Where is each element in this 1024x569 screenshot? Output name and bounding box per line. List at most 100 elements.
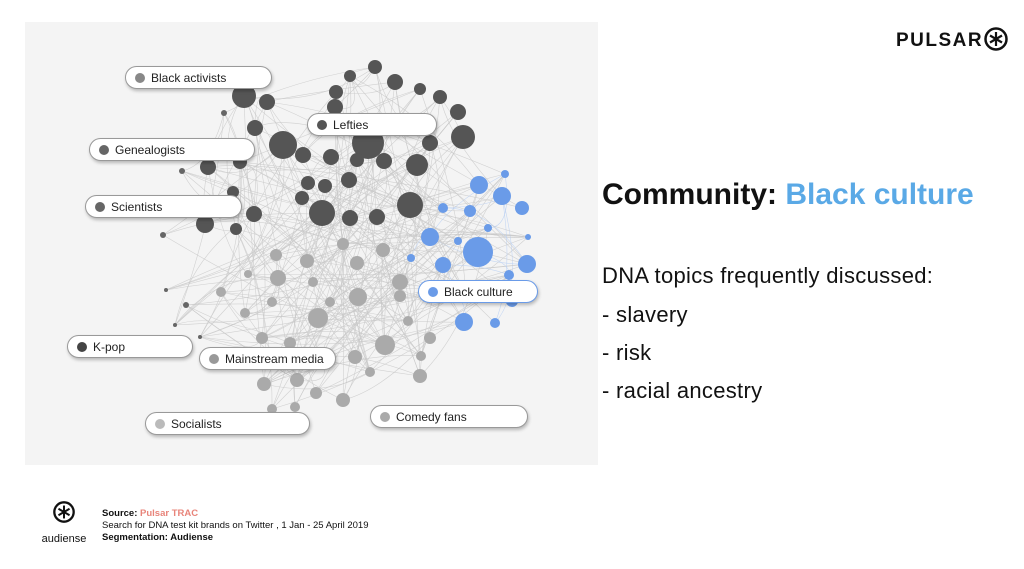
topic-item: - racial ancestry [602,378,763,403]
network-node [348,350,362,364]
cluster-dot [209,353,219,364]
network-node [501,170,509,178]
network-edge [334,106,345,401]
network-node [435,257,451,273]
cluster-dot [77,341,87,352]
network-node [349,288,367,306]
network-edge [442,207,528,265]
network-edge [239,161,256,314]
network-node [323,149,339,165]
network-edge [253,213,359,298]
network-node [221,110,227,116]
network-node [504,270,514,280]
network-node [230,223,242,235]
network-node [327,99,343,115]
network-node [394,290,406,302]
network-node [421,228,439,246]
network-node [257,377,271,391]
network-node [518,255,536,273]
network-edge [162,234,386,346]
network-edge [324,185,444,266]
pulsar-asterisk-icon [53,501,75,523]
network-node [406,154,428,176]
label-black-activists: Black activists [125,66,272,89]
network-edge [199,321,465,345]
network-edge [247,144,285,275]
network-node [309,200,335,226]
network-node [295,147,311,163]
network-node [344,70,356,82]
network-node [438,203,448,213]
network-node [200,159,216,175]
network-node [416,351,426,361]
network-edge [306,184,480,262]
cluster-dot [428,286,438,297]
label-text: Comedy fans [396,409,467,424]
network-node [484,224,492,232]
label-scientists: Scientists [85,195,242,218]
network-edge [185,304,298,381]
source-label: Source: [102,508,141,519]
network-node [342,210,358,226]
network-node [369,209,385,225]
network-edge [399,96,441,297]
network-edge [243,66,376,100]
network-node [376,243,390,257]
community-name: Black culture [785,178,974,211]
label-text: K-pop [93,339,126,354]
network-edge [419,264,444,377]
network-node [525,234,531,240]
network-node [454,237,462,245]
topics-intro: DNA topics frequently discussed: [602,263,934,288]
partner-name: audiense [41,533,87,545]
network-node [463,237,493,267]
network-node [470,176,488,194]
network-node [407,254,415,262]
cluster-dot [380,411,390,422]
network-edge [429,142,440,238]
network-edge [174,213,255,326]
network-node [414,83,426,95]
label-text: Black culture [444,284,513,299]
audiense-logo: audiense [38,500,90,545]
network-edge [294,249,384,408]
segmentation: Segmentation: Audiense [102,532,214,543]
network-node [196,215,214,233]
network-edge [261,204,411,339]
network-edge [207,165,411,206]
network-node [350,153,364,167]
network-edge [239,161,467,295]
label-text: Genealogists [115,142,186,157]
network-node [341,172,357,188]
cluster-dot [99,144,109,155]
network-node [246,206,262,222]
cluster-dot [135,72,145,83]
network-node [337,238,349,250]
network-node [183,302,189,308]
label-genealogists: Genealogists [89,138,255,161]
network-node [267,297,277,307]
network-node [375,335,395,355]
network-node [270,270,286,286]
network-edge [282,144,441,296]
network-edge [185,227,489,306]
network-node [290,402,300,412]
network-node [368,60,382,74]
network-node [198,335,202,339]
network-node [329,85,343,99]
network-edge [275,111,459,256]
network-node [164,288,168,292]
network-node [350,256,364,270]
network-edge [271,197,303,303]
network-edge [181,170,529,238]
topic-item: - slavery [602,302,688,327]
brand-name: PULSAR [896,30,984,51]
network-node [290,373,304,387]
label-text: Lefties [333,117,369,132]
network-node [318,179,332,193]
network-node [376,153,392,169]
network-node [397,192,423,218]
network-node [244,270,252,278]
network-edge [165,184,480,291]
network-node [256,332,268,344]
